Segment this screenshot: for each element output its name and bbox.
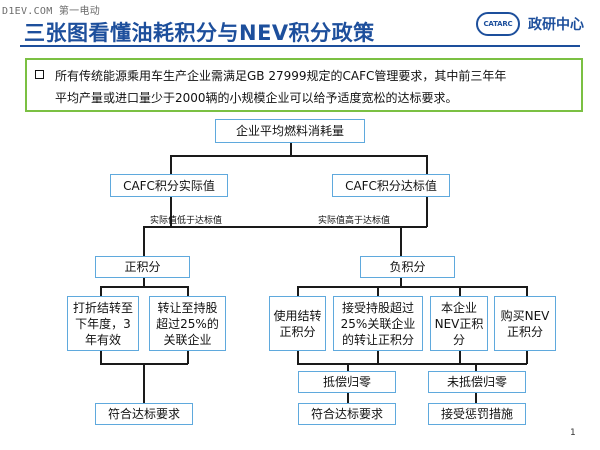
connector <box>297 363 527 365</box>
logo-text: CATARC <box>483 20 513 28</box>
node-comply-left: 符合达标要求 <box>95 403 193 425</box>
connector <box>377 286 379 297</box>
connector <box>297 286 527 288</box>
connector <box>400 277 402 287</box>
node-not-offset: 未抵偿归零 <box>428 371 526 393</box>
connector <box>347 392 349 404</box>
node-neg-buy-nev: 购买NEV正积分 <box>494 296 556 351</box>
catarc-logo-icon: CATARC <box>476 12 520 36</box>
notice-text: 所有传统能源乘用车生产企业需满足GB 27999规定的CAFC管理要求，其中前三… <box>55 65 575 109</box>
connector <box>347 363 349 372</box>
connector <box>459 286 461 297</box>
node-target: CAFC积分达标值 <box>332 174 450 197</box>
page-number: 1 <box>570 428 576 438</box>
notice-box: 所有传统能源乘用车生产企业需满足GB 27999规定的CAFC管理要求，其中前三… <box>25 58 583 112</box>
node-neg-nev: 本企业NEV正积分 <box>430 296 488 351</box>
node-pos-carryover: 打折结转至下年度，3年有效 <box>67 296 139 351</box>
connector <box>143 277 145 287</box>
watermark: D1EV.COM 第一电动 <box>2 6 101 17</box>
connector <box>475 392 477 404</box>
connector <box>170 196 172 227</box>
connector <box>187 350 189 364</box>
notice-line-1: 所有传统能源乘用车生产企业需满足GB 27999规定的CAFC管理要求，其中前三… <box>55 69 507 83</box>
connector <box>290 142 292 156</box>
connector <box>170 155 427 157</box>
node-penalty: 接受惩罚措施 <box>428 403 526 425</box>
connector <box>475 363 477 372</box>
connector <box>143 363 145 404</box>
connector <box>526 286 528 297</box>
page-title: 三张图看懂油耗积分与NEV积分政策 <box>24 21 375 45</box>
org-name: 政研中心 <box>528 17 584 33</box>
square-bullet-icon <box>35 70 44 79</box>
connector <box>426 196 428 227</box>
connector <box>400 226 402 256</box>
connector <box>143 226 145 256</box>
node-neg-affiliate: 接受持股超过25%关联企业的转让正积分 <box>333 296 423 351</box>
connector <box>170 155 172 175</box>
node-negative: 负积分 <box>360 256 455 278</box>
connector <box>426 155 428 175</box>
connector <box>459 350 461 364</box>
connector <box>297 286 299 297</box>
node-root: 企业平均燃料消耗量 <box>215 119 365 143</box>
connector <box>377 350 379 364</box>
edge-label-higher: 实际值高于达标值 <box>318 216 391 226</box>
node-neg-carryover: 使用结转正积分 <box>269 296 326 351</box>
connector <box>143 226 427 228</box>
connector <box>100 350 102 364</box>
node-comply-right: 符合达标要求 <box>298 403 396 425</box>
connector <box>297 350 299 364</box>
node-pos-transfer: 转让至持股超过25%的关联企业 <box>149 296 226 351</box>
title-divider <box>20 45 580 47</box>
connector <box>100 286 188 288</box>
connector <box>187 286 189 297</box>
edge-label-lower: 实际值低于达标值 <box>150 216 223 226</box>
node-actual: CAFC积分实际值 <box>110 174 228 197</box>
connector <box>100 286 102 297</box>
notice-line-2: 平均产量或进口量少于2000辆的小规模企业可以给予适度宽松的达标要求。 <box>55 91 458 105</box>
node-offset: 抵偿归零 <box>298 371 396 393</box>
connector <box>526 350 528 364</box>
node-positive: 正积分 <box>95 256 190 278</box>
